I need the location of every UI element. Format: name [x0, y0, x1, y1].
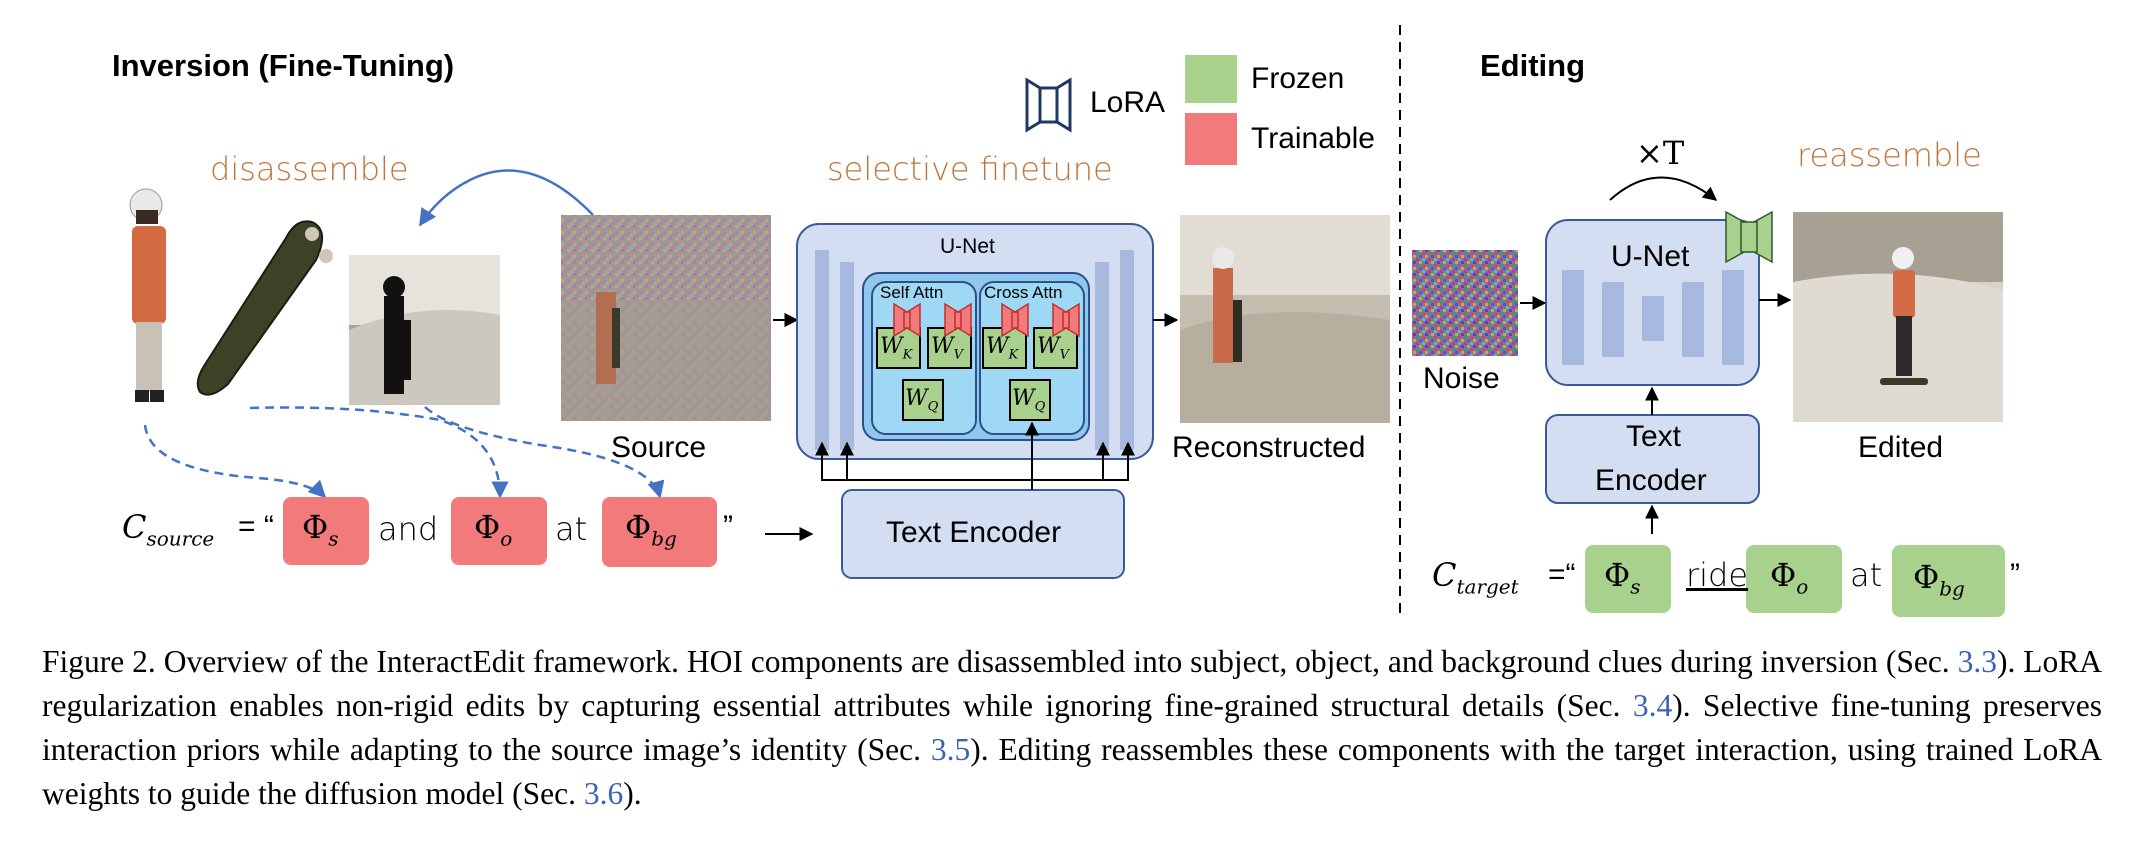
target-token-phi-o: Φo: [1770, 556, 1809, 599]
target-prompt-ride: ride: [1686, 556, 1749, 594]
legend-frozen-label: Frozen: [1251, 62, 1345, 95]
ref-3-3[interactable]: 3.3: [1957, 644, 1997, 679]
source-label: Source: [611, 431, 707, 464]
source-prompt-at: at: [555, 510, 588, 548]
token-phi-o-frozen: [1746, 545, 1842, 613]
self-wq-label: WQ: [905, 386, 939, 415]
reconstructed-image: [1180, 215, 1390, 423]
target-token-phi-s: Φs: [1604, 556, 1641, 599]
figure-diagram: [129, 25, 2005, 620]
reassemble-label: reassemble: [1797, 136, 1982, 174]
object-cutout: [196, 220, 333, 396]
source-prompt-eq: = “: [238, 510, 274, 543]
noise-label: Noise: [1423, 362, 1500, 395]
disassemble-label: disassemble: [210, 150, 409, 188]
token-phi-bg-trainable: [602, 497, 717, 567]
source-token-phi-s: Φs: [302, 508, 339, 551]
legend-trainable-label: Trainable: [1251, 122, 1375, 155]
token-phi-s-trainable: [283, 497, 369, 565]
edit-text-encoder-line1: Text: [1626, 420, 1682, 453]
source-token-phi-bg: Φbg: [625, 508, 677, 551]
reconstructed-label: Reconstructed: [1172, 431, 1366, 464]
lora-frozen-icon: [1725, 210, 1773, 264]
target-prompt-at: at: [1850, 556, 1883, 594]
background-with-silhouette: [349, 255, 500, 405]
legend-lora-label: LoRA: [1090, 86, 1166, 119]
unet-label: U-Net: [940, 235, 995, 258]
cross-wk-label: WK: [986, 334, 1019, 363]
target-prompt-close: ”: [2010, 558, 2020, 591]
figure-caption: Figure 2. Overview of the InteractEdit f…: [42, 644, 2103, 811]
text-encoder-block: [841, 489, 1125, 579]
edit-text-encoder-line2: Encoder: [1595, 464, 1707, 497]
noise-image: [1412, 250, 1518, 356]
source-prompt-c: Csource: [122, 508, 215, 551]
text-encoder-label: Text Encoder: [886, 516, 1062, 549]
cross-attn-label: Cross Attn: [984, 283, 1063, 302]
edited-image: [1793, 212, 2003, 422]
left-section-title: Inversion (Fine-Tuning): [112, 48, 455, 83]
source-prompt-and: and: [378, 510, 439, 548]
ref-3-4[interactable]: 3.4: [1632, 688, 1673, 723]
legend-frozen-swatch: [1185, 55, 1237, 103]
source-noisy-image: [561, 215, 771, 421]
source-prompt-close: ”: [723, 510, 733, 543]
target-token-phi-bg: Φbg: [1913, 558, 1965, 601]
edit-unet-label: U-Net: [1611, 240, 1690, 273]
cross-wq-label: WQ: [1012, 386, 1046, 415]
self-attn-label: Self Attn: [880, 283, 944, 302]
target-prompt-c: Ctarget: [1432, 556, 1519, 599]
edited-label: Edited: [1858, 431, 1944, 464]
selective-finetune-label: selective finetune: [827, 150, 1113, 188]
lora-trainable-icons: [893, 302, 1080, 338]
times-t-label: ×T: [1636, 134, 1685, 172]
token-phi-o-trainable: [451, 497, 547, 565]
ref-3-5[interactable]: 3.5: [930, 732, 971, 767]
self-wk-label: WK: [880, 334, 913, 363]
legend-lora-icon: [1025, 77, 1072, 133]
token-phi-bg-frozen: [1892, 545, 2005, 617]
self-wq: [902, 379, 944, 421]
subject-cutout: [129, 188, 166, 402]
target-prompt-eq: =“: [1548, 558, 1576, 591]
self-wk: [876, 327, 921, 369]
cross-wv-label: WV: [1037, 334, 1070, 363]
ref-3-6[interactable]: 3.6: [583, 776, 624, 811]
source-token-phi-o: Φo: [474, 508, 513, 551]
self-wv-label: WV: [931, 334, 964, 363]
right-section-title: Editing: [1480, 48, 1586, 83]
token-phi-s-frozen: [1585, 545, 1671, 613]
legend-trainable-swatch: [1185, 113, 1237, 165]
cross-wq: [1009, 379, 1051, 421]
